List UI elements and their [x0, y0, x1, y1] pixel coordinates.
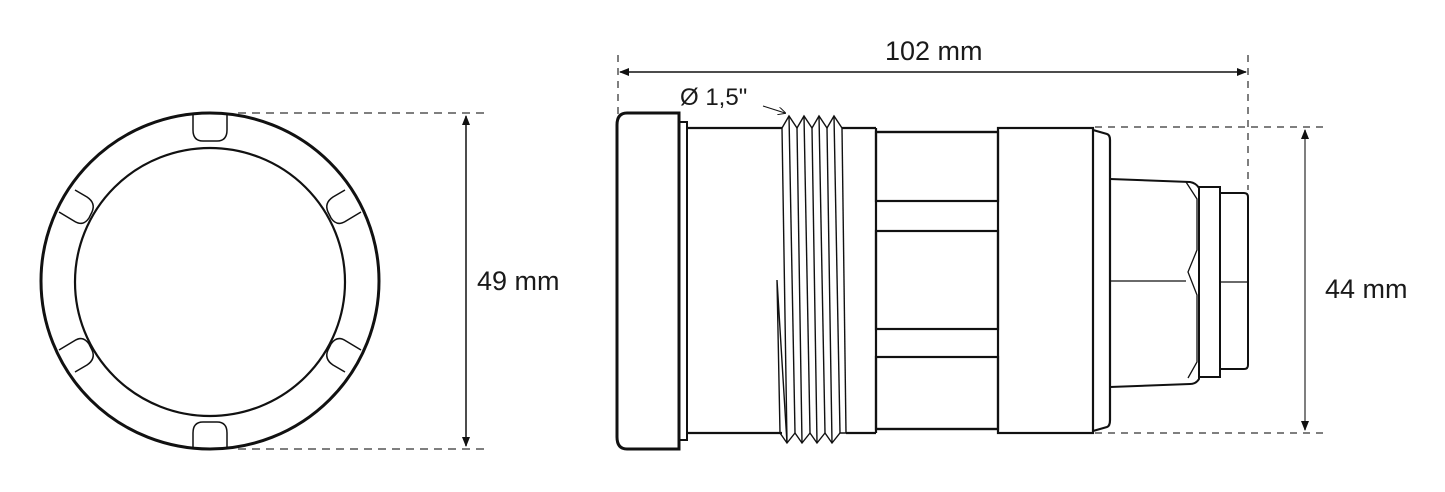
thread-leader-arrow	[762, 105, 785, 113]
window-bottom	[874, 355, 1000, 431]
outer-ring	[39, 111, 381, 451]
length-label: 102 mm	[885, 36, 983, 66]
inner-ring	[73, 146, 347, 418]
thread-diameter-label: Ø 1,5"	[680, 84, 748, 111]
hex-nut	[1109, 178, 1200, 388]
ring-tabs	[58, 114, 362, 449]
side-height-label: 44 mm	[1325, 274, 1408, 304]
thread	[776, 114, 847, 445]
window-top	[874, 130, 1000, 203]
window-middle	[874, 229, 1000, 331]
end-cap	[615, 111, 681, 451]
side-view	[615, 55, 1325, 451]
front-view	[39, 111, 485, 451]
front-height-label: 49 mm	[477, 266, 560, 296]
